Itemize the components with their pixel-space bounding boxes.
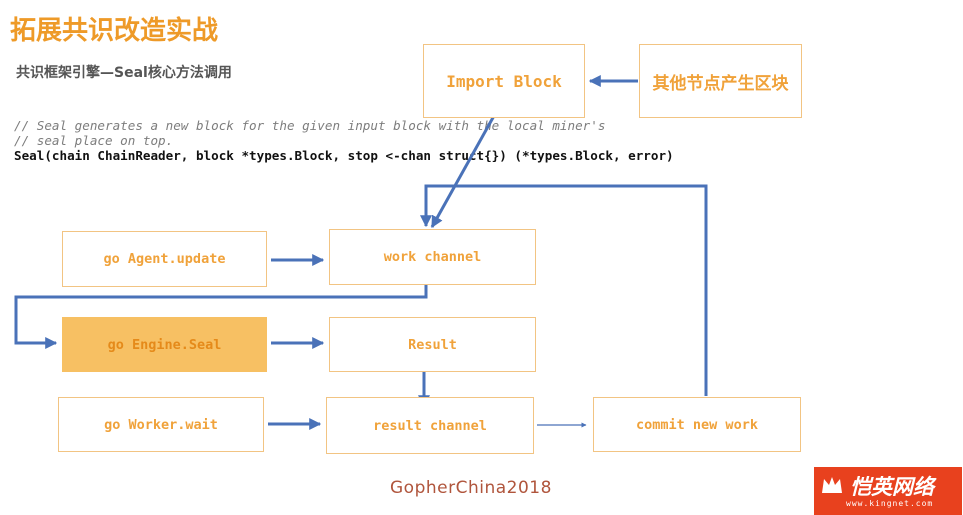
- agent-update-box: go Agent.update: [62, 231, 267, 287]
- arrow-work-channel-to-engine-seal: [14, 285, 428, 349]
- footer-event-label: GopherChina2018: [390, 478, 552, 498]
- code-comment-line-1: // Seal generates a new block for the gi…: [14, 118, 606, 133]
- slide-subtitle: 共识框架引擎—Seal核心方法调用: [16, 65, 232, 81]
- company-logo: 恺英网络 www.kingnet.com: [814, 467, 962, 515]
- work-channel-box: work channel: [329, 229, 536, 285]
- result-channel-box: result channel: [326, 397, 534, 454]
- slide-title: 拓展共识改造实战: [10, 16, 219, 46]
- logo-url-text: www.kingnet.com: [846, 499, 934, 508]
- crown-icon: [822, 477, 842, 493]
- other-nodes-produce-block-box: 其他节点产生区块: [639, 44, 802, 118]
- arrow-commit-new-work-to-work-channel: [420, 184, 708, 396]
- commit-new-work-box: commit new work: [593, 397, 801, 452]
- result-box: Result: [329, 317, 536, 372]
- code-comment-line-2: // seal place on top.: [14, 133, 174, 148]
- logo-brand-text: 恺英网络: [850, 475, 934, 499]
- worker-wait-box: go Worker.wait: [58, 397, 264, 452]
- import-block-box: Import Block: [423, 44, 585, 118]
- engine-seal-box: go Engine.Seal: [62, 317, 267, 372]
- arrow-import-block-to-work-channel: [430, 113, 497, 229]
